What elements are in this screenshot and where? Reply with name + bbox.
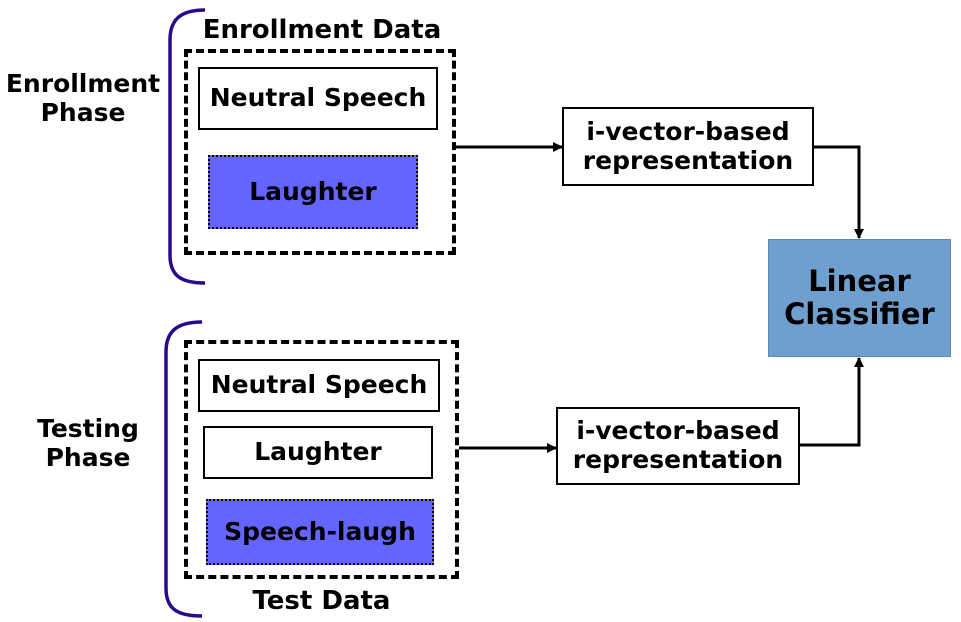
test-item-speech-laugh: Speech-laugh [206, 499, 434, 565]
representation-box-top: i-vector-based representation [562, 107, 814, 186]
testing-phase-label-line2: Phase [45, 442, 131, 472]
testing-bracket [164, 320, 203, 618]
classifier-line2: Classifier [784, 297, 935, 331]
enrollment-phase-label-line1: Enrollment [5, 69, 161, 98]
test-data-group [184, 340, 459, 579]
testing-phase-label-line1: Testing [37, 414, 139, 443]
enrollment-bracket [168, 8, 206, 285]
enrollment-phase-label-line2: Phase [40, 97, 126, 127]
representation-box-bottom: i-vector-based representation [556, 407, 800, 485]
representation-top-line1: i-vector-based [586, 116, 790, 146]
classifier-line1: Linear [808, 263, 911, 298]
representation-bottom-line1: i-vector-based [576, 416, 780, 446]
enrollment-data-group [184, 49, 456, 255]
arrow-bottom-representation-to-classifier [799, 357, 864, 447]
test-item-neutral-speech: Neutral Speech [198, 359, 440, 412]
linear-classifier-box: Linear Classifier [768, 239, 951, 357]
enrollment-item-laughter: Laughter [208, 155, 418, 229]
representation-bottom-line2: representation [572, 445, 784, 474]
testing-phase-label: Testing Phase [5, 414, 171, 473]
enrollment-phase-label: Enrollment Phase [0, 69, 166, 128]
representation-top-line2: representation [582, 145, 794, 175]
test-data-title: Test Data [252, 586, 391, 616]
enrollment-data-title: Enrollment Data [202, 15, 442, 45]
enrollment-item-neutral-speech: Neutral Speech [198, 67, 438, 130]
test-item-laughter: Laughter [203, 426, 433, 479]
arrow-top-representation-to-classifier [813, 145, 864, 239]
